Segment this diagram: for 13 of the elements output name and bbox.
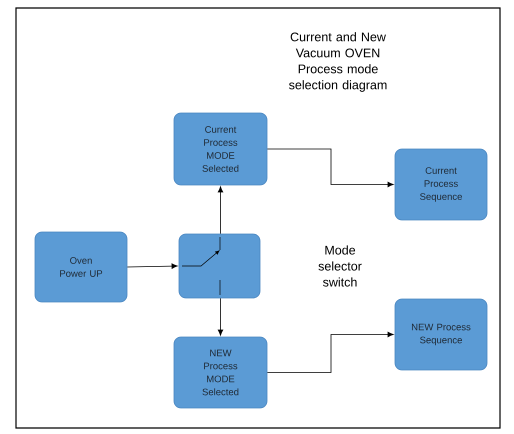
process-box: Current Process MODE Selected (174, 112, 268, 186)
arrow (127, 263, 178, 269)
arrow (267, 148, 394, 188)
process-box: NEW Process Sequence (394, 298, 488, 370)
process-box: NEW Process MODE Selected (174, 336, 268, 408)
process-box: Current Process Sequence (394, 148, 488, 220)
arrow (218, 186, 224, 234)
switch-box (178, 234, 260, 298)
arrow (218, 298, 224, 336)
switch-label: Mode selector switch (318, 245, 362, 287)
arrow (267, 332, 394, 373)
title: Current and New Vacuum OVEN Process mode selection diagram (289, 32, 386, 92)
process-box: Oven Power UP (34, 232, 128, 302)
